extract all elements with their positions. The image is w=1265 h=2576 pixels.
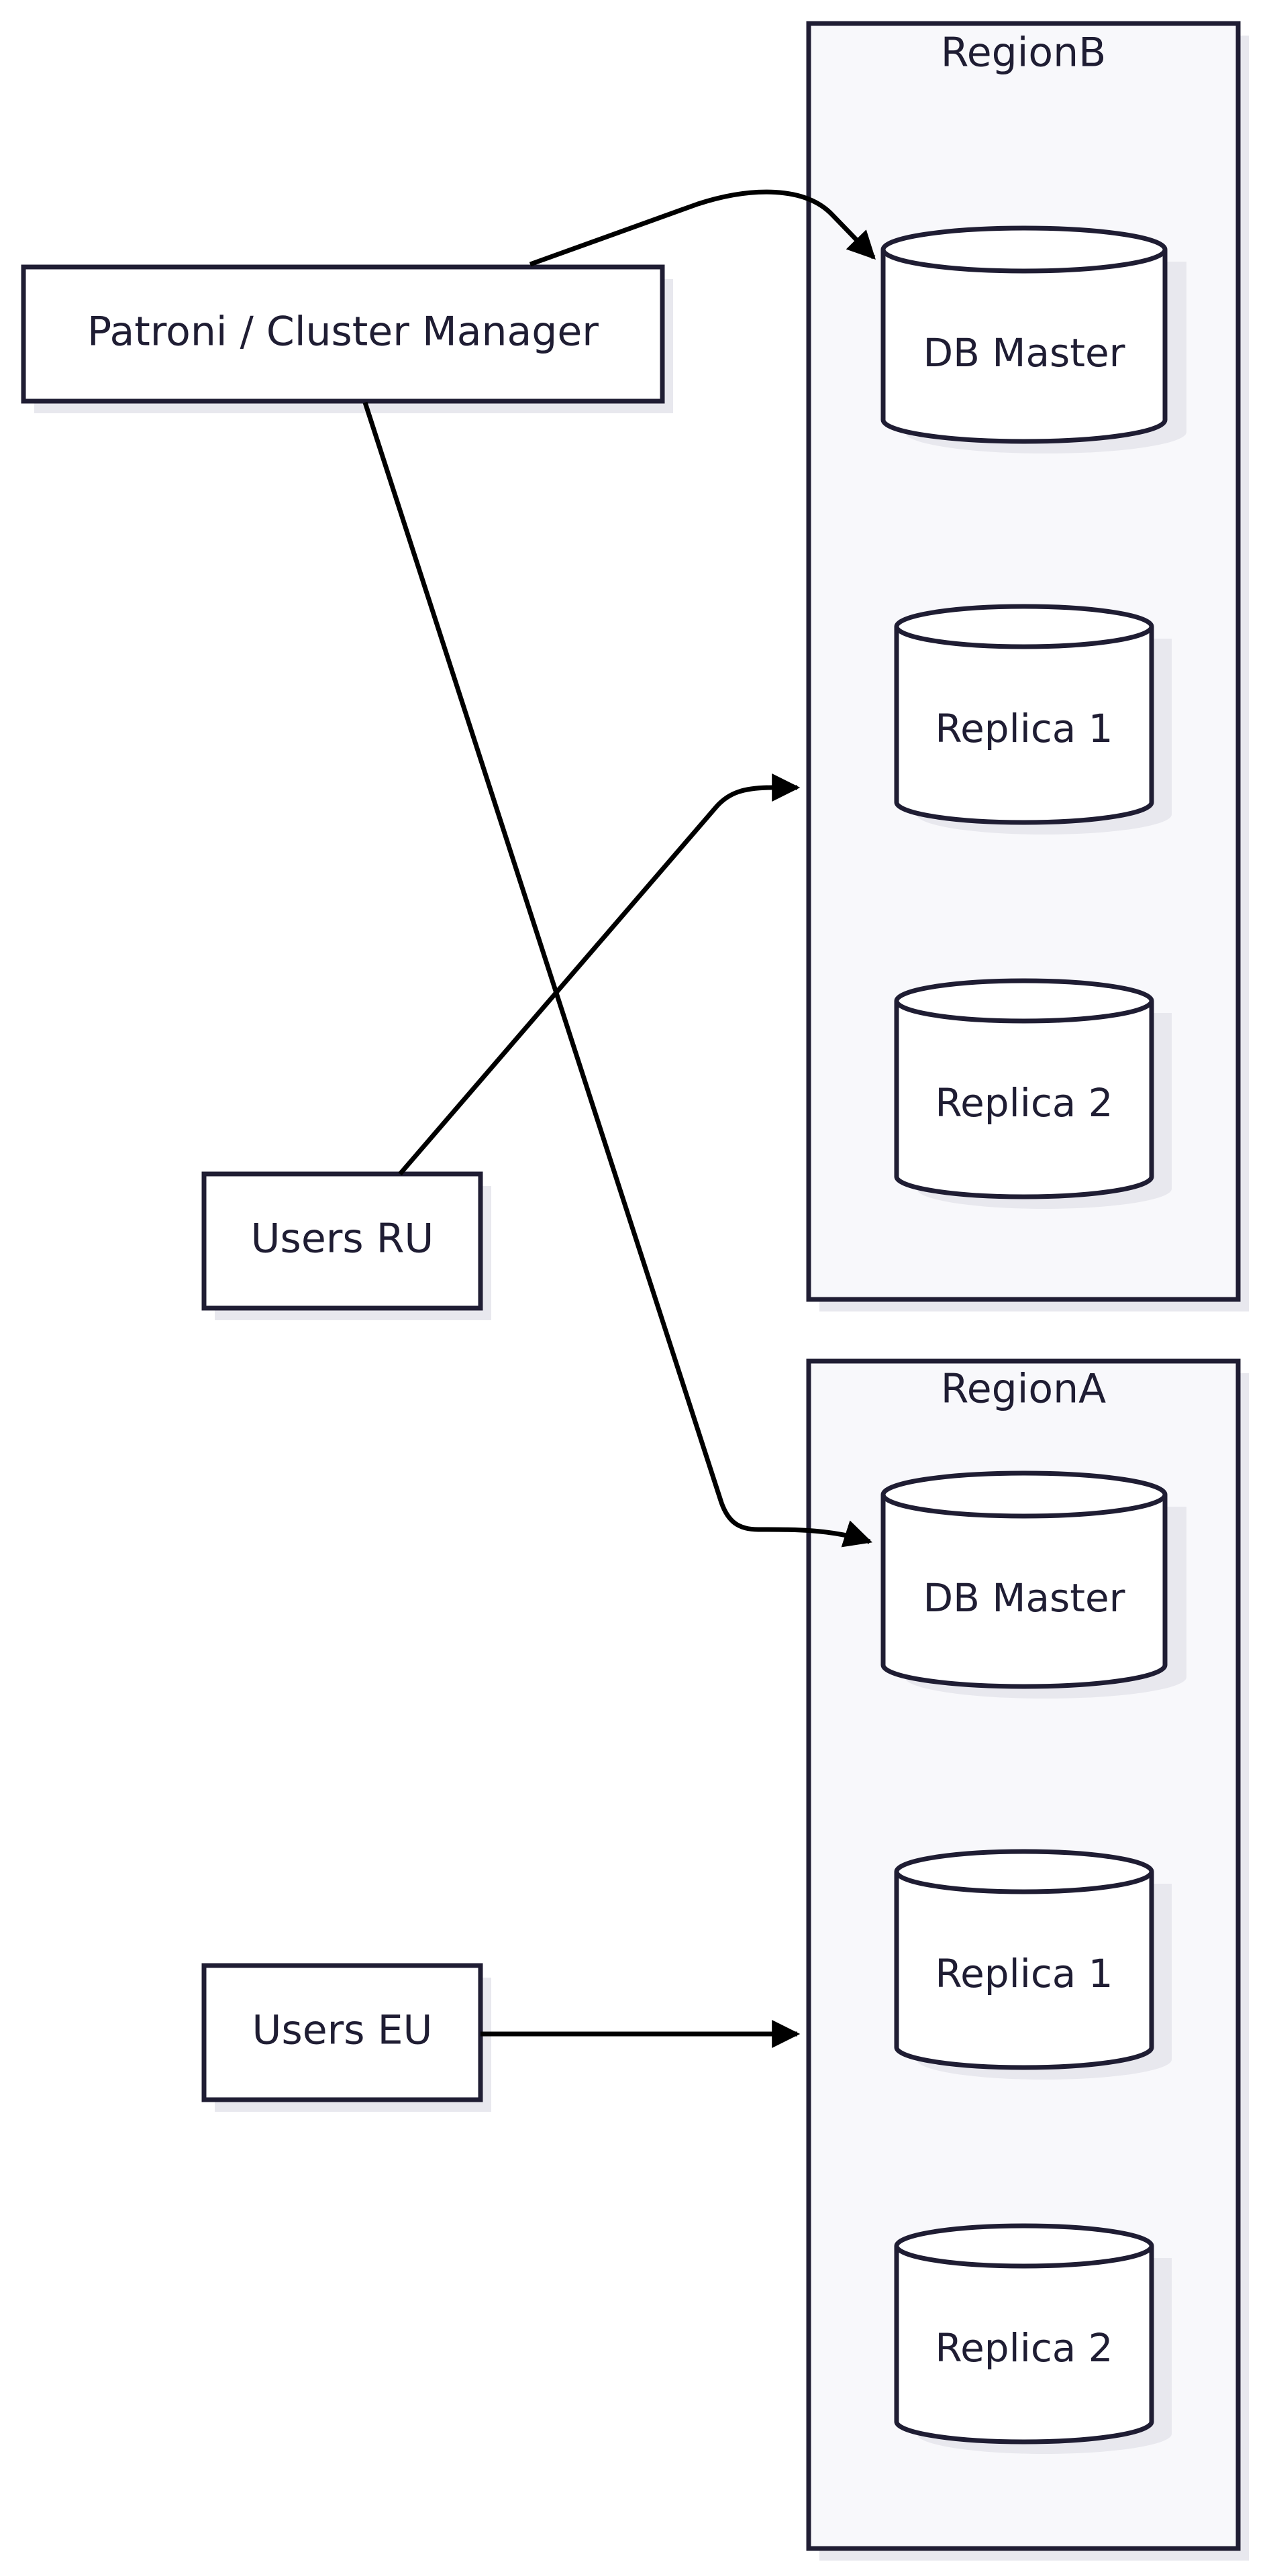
edge-patroni-to-region-b-master [529,189,876,267]
region-a-db-master-label: DB Master [923,1575,1125,1621]
region-b-replica-2[interactable]: Replica 2 [894,978,1172,1209]
region-b-replica-2-label: Replica 2 [935,1080,1113,1126]
region-b-replica-1[interactable]: Replica 1 [894,604,1172,835]
region-a-title: RegionA [941,1366,1106,1413]
region-a-replica-1-label: Replica 1 [935,1951,1113,1996]
region-a-replica-2-label: Replica 2 [935,2325,1113,2371]
users-eu-label: Users EU [252,2007,433,2054]
patroni-cluster-manager-label: Patroni / Cluster Manager [87,309,599,356]
edge-patroni-to-region-a-master [362,401,872,1548]
users-ru-label: Users RU [251,1216,434,1263]
region-a-replica-2[interactable]: Replica 2 [894,2223,1172,2454]
users-ru-node[interactable]: Users RU [201,1171,491,1320]
region-b-db-master-label: DB Master [923,330,1125,376]
region-a-replica-1[interactable]: Replica 1 [894,1849,1172,2080]
region-b-title: RegionB [941,30,1107,76]
region-b-db-master[interactable]: DB Master [880,225,1186,453]
users-eu-node[interactable]: Users EU [201,1963,491,2112]
patroni-cluster-manager-node[interactable]: Patroni / Cluster Manager [21,264,673,413]
region-b-replica-1-label: Replica 1 [935,706,1113,751]
edge-users-ru-to-region-b [398,773,801,1176]
region-a-db-master[interactable]: DB Master [880,1470,1186,1699]
